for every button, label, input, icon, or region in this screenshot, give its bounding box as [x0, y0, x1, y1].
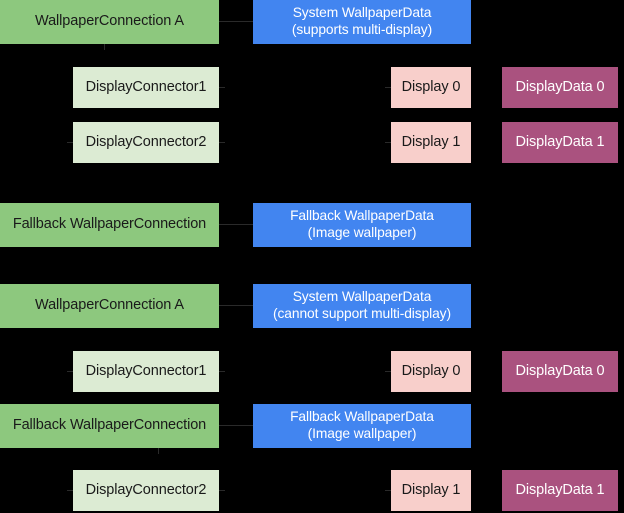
connector-line [219, 305, 253, 306]
node-label: DisplayConnector1 [85, 362, 207, 379]
node-label: DisplayData 1 [515, 133, 605, 150]
node-label: Fallback WallpaperData (Image wallpaper) [290, 409, 434, 441]
connector-line [158, 448, 159, 454]
node-fallback-wallpaperdata-mid[interactable]: Fallback WallpaperData (Image wallpaper) [253, 203, 471, 247]
node-fallback-wallpaperdata-bottom[interactable]: Fallback WallpaperData (Image wallpaper) [253, 404, 471, 448]
node-display-data-0-bottom[interactable]: DisplayData 0 [502, 351, 618, 392]
node-label: DisplayConnector2 [85, 133, 207, 150]
node-label: System WallpaperData (cannot support mul… [273, 289, 451, 321]
connector-line [385, 142, 391, 143]
connector-line [219, 142, 225, 143]
node-wallpaper-connection-a-mid[interactable]: WallpaperConnection A [0, 284, 219, 328]
node-system-wallpaperdata-supports[interactable]: System WallpaperData (supports multi-dis… [253, 0, 471, 44]
node-label: Display 0 [401, 78, 461, 95]
node-display-connector-1-top[interactable]: DisplayConnector1 [73, 67, 219, 108]
connector-line [67, 371, 73, 372]
connector-line [219, 490, 225, 491]
node-label: Display 1 [401, 481, 461, 498]
node-fallback-wallpaper-connection-bottom[interactable]: Fallback WallpaperConnection [0, 404, 219, 448]
connector-line [219, 224, 253, 225]
node-label: System WallpaperData (supports multi-dis… [291, 5, 433, 37]
node-label: DisplayConnector1 [85, 78, 207, 95]
connector-line [67, 142, 73, 143]
node-display-data-1-top[interactable]: DisplayData 1 [502, 122, 618, 163]
connector-line [385, 371, 391, 372]
node-display-connector-2-top[interactable]: DisplayConnector2 [73, 122, 219, 163]
connector-line [385, 87, 391, 88]
node-display-data-0-top[interactable]: DisplayData 0 [502, 67, 618, 108]
node-label: Fallback WallpaperConnection [12, 216, 207, 233]
node-wallpaper-connection-a-top[interactable]: WallpaperConnection A [0, 0, 219, 44]
node-label: Display 0 [401, 362, 461, 379]
node-label: DisplayData 1 [515, 481, 605, 498]
node-display-1-bottom[interactable]: Display 1 [391, 470, 471, 511]
node-label: WallpaperConnection A [35, 297, 184, 314]
node-display-connector-1-bottom[interactable]: DisplayConnector1 [73, 351, 219, 392]
connector-line [104, 44, 105, 50]
connector-line [219, 21, 253, 22]
node-display-data-1-bottom[interactable]: DisplayData 1 [502, 470, 618, 511]
connector-line [219, 425, 253, 426]
node-label: Fallback WallpaperData (Image wallpaper) [290, 208, 434, 240]
node-display-0-top[interactable]: Display 0 [391, 67, 471, 108]
node-label: DisplayConnector2 [85, 481, 207, 498]
node-label: DisplayData 0 [515, 362, 605, 379]
node-system-wallpaperdata-cannot[interactable]: System WallpaperData (cannot support mul… [253, 284, 471, 328]
node-label: Fallback WallpaperConnection [12, 417, 207, 434]
connector-line [219, 87, 225, 88]
node-display-connector-2-bottom[interactable]: DisplayConnector2 [73, 470, 219, 511]
connector-line [219, 371, 225, 372]
node-label: DisplayData 0 [515, 78, 605, 95]
connector-line [385, 490, 391, 491]
node-display-0-bottom[interactable]: Display 0 [391, 351, 471, 392]
node-label: Display 1 [401, 133, 461, 150]
node-display-1-top[interactable]: Display 1 [391, 122, 471, 163]
node-label: WallpaperConnection A [35, 13, 184, 30]
connector-line [67, 490, 73, 491]
node-fallback-wallpaper-connection-mid[interactable]: Fallback WallpaperConnection [0, 203, 219, 247]
